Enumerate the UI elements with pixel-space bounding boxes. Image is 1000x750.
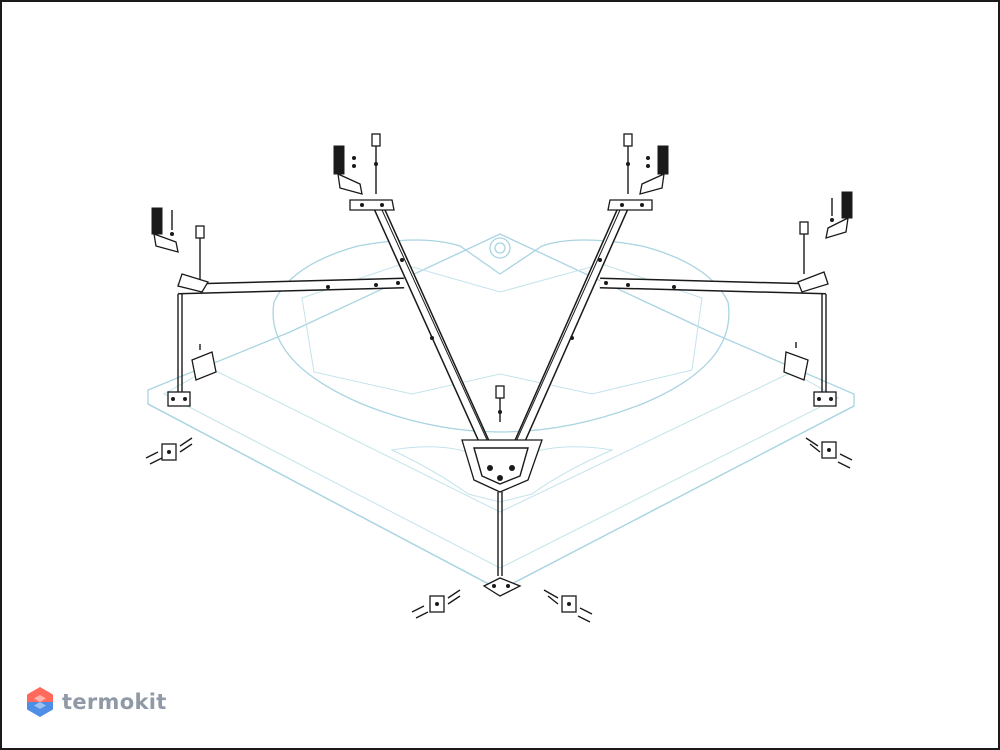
floor-mount-right — [805, 437, 853, 469]
floor-mount-left — [145, 437, 193, 465]
right-leg-foot — [813, 391, 837, 407]
left-leg-foot — [167, 391, 191, 407]
tub-basin-shelf — [301, 263, 703, 395]
wall-bracket-2 — [333, 145, 345, 175]
wall-bracket-4 — [841, 191, 853, 219]
floor-mount-sets — [145, 437, 853, 623]
center-hub-plate — [461, 439, 543, 493]
wall-brackets — [151, 133, 853, 293]
brand-name: termokit — [62, 690, 167, 714]
drain-inner — [494, 242, 506, 254]
beam-bolts — [326, 258, 676, 340]
center-hub — [461, 385, 543, 493]
frame-beams — [177, 203, 827, 471]
brand-logo: termokit — [26, 686, 167, 718]
support-legs — [167, 294, 837, 597]
hexagon-logo-icon — [27, 687, 53, 717]
right-leg-clip — [783, 351, 809, 381]
drain-outer — [489, 237, 511, 259]
floor-mount-bottom-left — [411, 589, 461, 619]
leg-clips — [191, 342, 809, 381]
floor-mount-bottom-right — [543, 589, 593, 623]
center-leg-foot — [482, 577, 522, 597]
left-leg-clip — [191, 351, 217, 381]
center-bolt-head — [495, 385, 505, 399]
wall-bracket-3 — [657, 145, 669, 175]
wall-bracket-1 — [151, 207, 163, 235]
tub-basin-outer — [272, 239, 730, 433]
